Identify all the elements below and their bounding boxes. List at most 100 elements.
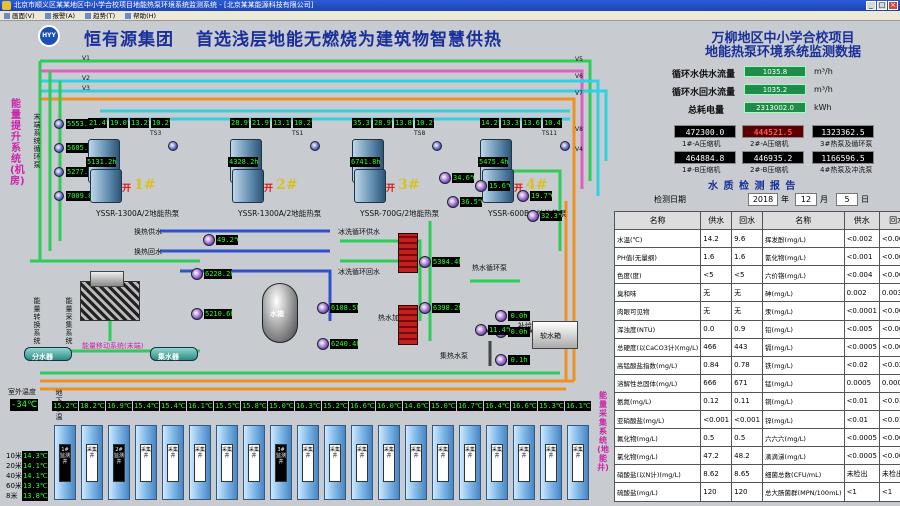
table-header-cell: 供水 (843, 210, 880, 231)
well[interactable]: 3#监测井 (270, 425, 292, 500)
table-cell: 六六六(mg/L) (762, 428, 845, 448)
date-month[interactable]: 12 (795, 193, 817, 206)
mid-pump-icon[interactable] (317, 338, 329, 350)
table-cell: <0.0005 (878, 337, 900, 357)
circ-pump-icon[interactable] (54, 119, 64, 129)
water-tank-label: 水箱 (270, 310, 284, 318)
well[interactable]: 采集井 (243, 425, 265, 500)
well[interactable]: 2#监测井 (108, 425, 130, 500)
circ-pump-icon[interactable] (54, 167, 64, 177)
table-cell: 未检出 (843, 464, 880, 484)
circ-pump-icon[interactable] (54, 143, 64, 153)
well-temp: 15.3℃ (538, 401, 564, 411)
heat-pump-machine-b[interactable] (90, 169, 122, 203)
date-year[interactable]: 2018 (748, 193, 778, 206)
well-label: 采集井 (437, 444, 449, 482)
date-month-unit: 月 (820, 195, 828, 204)
mid-pump-icon[interactable] (495, 310, 507, 322)
date-day[interactable]: 5 (836, 193, 858, 206)
unit-pump-icon[interactable] (310, 141, 320, 151)
mid-pump-icon[interactable] (191, 268, 203, 280)
unit-power-hours: 6741.8h (350, 157, 380, 167)
close-button[interactable]: × (888, 1, 898, 10)
menu-help[interactable]: 帮助(H) (125, 11, 156, 20)
table-cell: <0.002 (878, 229, 900, 249)
well[interactable]: 采集井 (540, 425, 562, 500)
slogan: 首选浅层地能无燃烧为建筑物智慧供热 (196, 30, 502, 50)
table-cell: <5 (700, 265, 733, 285)
heat-pump-machine-b[interactable] (232, 169, 264, 203)
alarm-icon (44, 12, 51, 19)
well-label: 采集井 (329, 444, 341, 482)
well[interactable]: 采集井 (378, 425, 400, 500)
mid-pump-icon[interactable] (203, 234, 215, 246)
table-cell: <0.005 (843, 319, 880, 339)
mid-pump-icon[interactable] (495, 354, 507, 366)
well[interactable]: 采集井 (297, 425, 319, 500)
unit-pump-icon[interactable] (560, 141, 570, 151)
depth-value: 13.3℃ (22, 481, 48, 491)
well-temp: 15.5℃ (214, 401, 240, 411)
well-label: 采集井 (140, 444, 152, 482)
right-title-1: 万柳地区中小学合校项目 (711, 31, 855, 46)
plate-hx-2 (398, 305, 418, 345)
well[interactable]: 采集井 (216, 425, 238, 500)
mid-pump-icon[interactable] (517, 190, 529, 202)
well[interactable]: 采集井 (459, 425, 481, 500)
well[interactable]: 采集井 (189, 425, 211, 500)
circ-pump-icon[interactable] (54, 191, 64, 201)
unit-temp: 35.3℃ (352, 118, 371, 128)
mid-value: 6108.5h (330, 303, 358, 313)
well[interactable]: 采集井 (351, 425, 373, 500)
unit-temp: 10.4℃ (543, 118, 562, 128)
mid-pump-icon[interactable] (447, 196, 459, 208)
well[interactable]: 采集井 (324, 425, 346, 500)
pipe-left-loop (38, 61, 62, 261)
well[interactable]: 1#监测井 (54, 425, 76, 500)
table-cell: 硝酸盐(以N计)(mg/L) (613, 464, 702, 484)
well[interactable]: 采集井 (81, 425, 103, 500)
unit-pump-icon[interactable] (168, 141, 178, 151)
menu-alarm[interactable]: 报警(A) (44, 11, 75, 20)
mid-pump-icon[interactable] (191, 308, 203, 320)
supply-flow-unit: m³/h (814, 67, 833, 76)
table-cell: 总硬度(以CaCO3计)(mg/L) (613, 337, 702, 357)
mid-pump-icon[interactable] (317, 302, 329, 314)
menu-view[interactable]: 画面(V) (4, 11, 35, 20)
well[interactable]: 采集井 (135, 425, 157, 500)
table-header-cell: 名称 (613, 210, 702, 231)
well[interactable]: 采集井 (432, 425, 454, 500)
view-icon (4, 12, 10, 19)
heat-pump-machine-b[interactable] (354, 169, 386, 203)
depth-label: 60米 (6, 482, 22, 490)
mid-pump-icon[interactable] (419, 302, 431, 314)
well-label: 2#监测井 (113, 444, 125, 482)
well[interactable]: 采集井 (486, 425, 508, 500)
mid-pump-icon[interactable] (475, 324, 487, 336)
well-label: 采集井 (302, 444, 314, 482)
svg-text:V8: V8 (575, 126, 583, 133)
energy-meter-label: 2#-A压缩机 (750, 140, 789, 148)
table-cell: 砷(mg/L) (762, 283, 845, 303)
mid-pump-icon[interactable] (527, 210, 539, 222)
mid-pump-icon[interactable] (475, 180, 487, 192)
energy-meter-label: 1#-A压缩机 (682, 140, 721, 148)
unit-pump-icon[interactable] (432, 141, 442, 151)
unit-temp: 10.2℃ (293, 118, 312, 128)
maximize-button[interactable]: □ (877, 1, 887, 10)
minimize-button[interactable]: _ (866, 1, 876, 10)
power-label: 总耗电量 (688, 106, 725, 116)
menu-trend[interactable]: 趋势(T) (85, 11, 115, 20)
well[interactable]: 采集井 (513, 425, 535, 500)
unit-temp: 13.6℃ (522, 118, 541, 128)
well[interactable]: 采集井 (567, 425, 589, 500)
well[interactable]: 采集井 (162, 425, 184, 500)
mid-pump-icon[interactable] (419, 256, 431, 268)
table-header-cell: 名称 (762, 210, 845, 231)
mid-pump-icon[interactable] (439, 172, 451, 184)
table-cell: 锌(mg/L) (762, 410, 845, 430)
collector (150, 347, 198, 361)
well[interactable]: 采集井 (405, 425, 427, 500)
table-cell: 14.2 (700, 229, 733, 249)
